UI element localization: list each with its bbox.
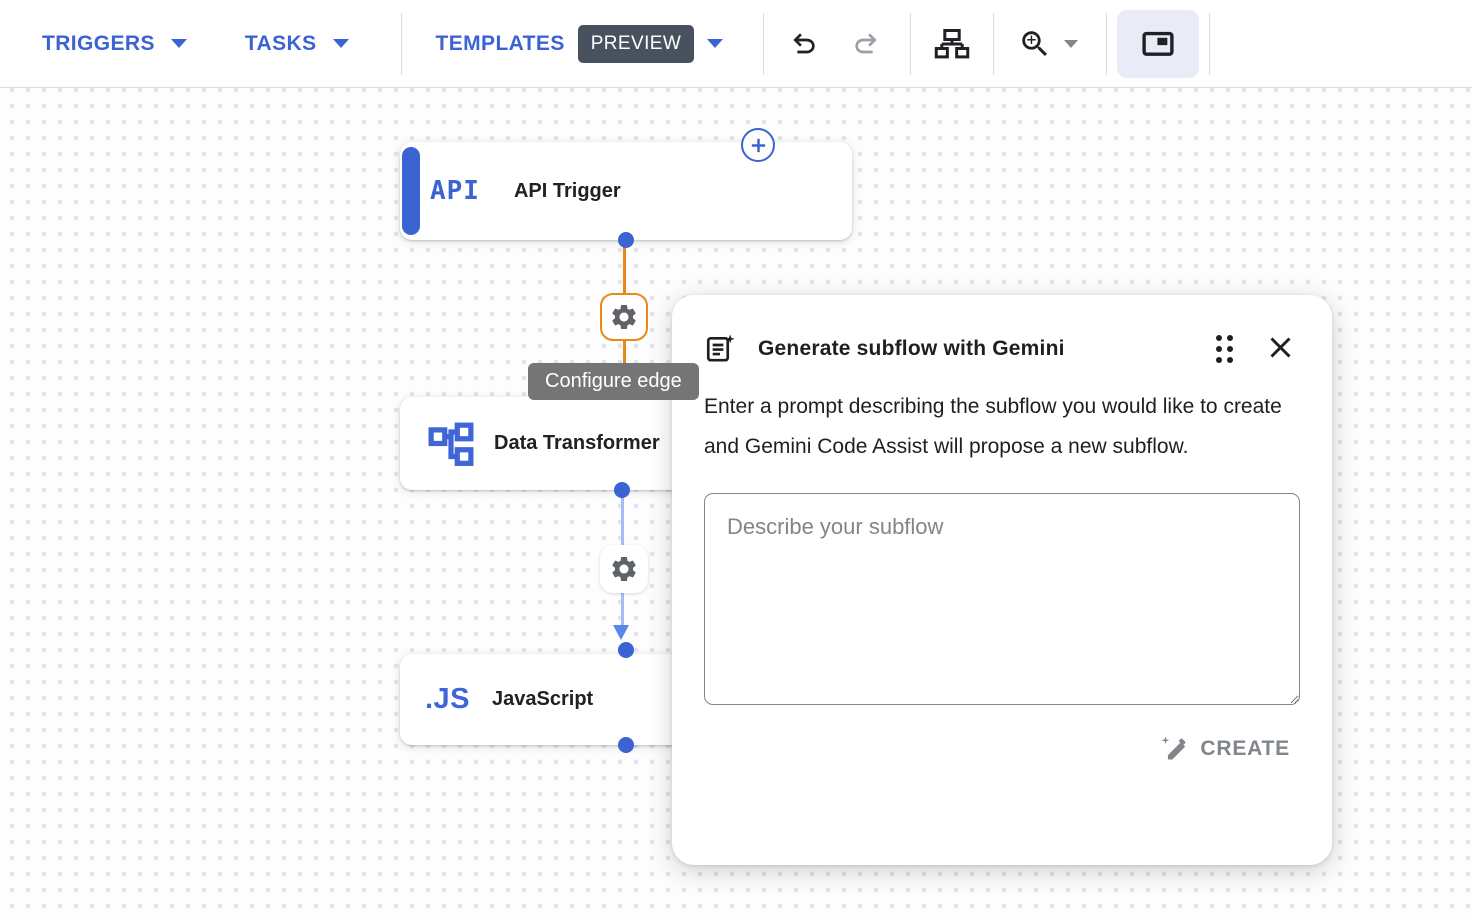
configure-edge-button[interactable] xyxy=(600,293,648,341)
gemini-note-icon xyxy=(706,334,735,362)
port-api-trigger-out[interactable] xyxy=(618,232,634,248)
triggers-menu-button[interactable]: TRIGGERS xyxy=(42,32,187,56)
node-label: JavaScript xyxy=(492,688,594,710)
auto-layout-button[interactable] xyxy=(933,26,971,62)
triggers-label: TRIGGERS xyxy=(42,31,155,55)
close-button[interactable] xyxy=(1267,334,1294,364)
magic-pencil-icon xyxy=(1162,736,1186,760)
generate-subflow-dialog: Generate subflow with Gemini Enter a pro… xyxy=(672,295,1332,865)
toolbar-divider xyxy=(1106,12,1108,75)
dialog-header: Generate subflow with Gemini xyxy=(704,331,1300,367)
toolbar: TRIGGERS TASKS TEMPLATES PREVIEW xyxy=(0,0,1472,88)
close-icon xyxy=(1270,337,1291,358)
drag-handle[interactable] xyxy=(1212,331,1237,367)
toolbar-divider xyxy=(1209,12,1211,75)
create-button[interactable]: CREATE xyxy=(1150,727,1300,771)
subflow-prompt-input[interactable] xyxy=(704,493,1300,705)
redo-button[interactable] xyxy=(850,28,882,60)
node-label: API Trigger xyxy=(513,179,621,202)
js-badge-icon: .JS xyxy=(425,683,471,715)
flowchart-icon xyxy=(934,28,970,58)
zoom-menu-button[interactable] xyxy=(1018,27,1079,61)
chevron-down-icon xyxy=(1064,39,1079,48)
chevron-down-icon xyxy=(707,39,724,48)
node-api-trigger[interactable]: API API Trigger xyxy=(400,142,852,240)
dialog-description: Enter a prompt describing the subflow yo… xyxy=(704,395,1282,458)
toolbar-divider xyxy=(763,12,765,75)
tasks-label: TASKS xyxy=(244,31,317,55)
dialog-title: Generate subflow with Gemini xyxy=(758,337,1065,360)
undo-icon xyxy=(793,32,815,53)
zoom-in-icon xyxy=(1022,30,1048,56)
create-label: CREATE xyxy=(1200,737,1290,760)
minimap-toggle-button[interactable] xyxy=(1117,9,1200,78)
dialog-footer: CREATE xyxy=(704,727,1300,771)
preview-badge: PREVIEW xyxy=(577,24,695,63)
data-transformer-icon xyxy=(428,422,474,466)
templates-menu-button[interactable]: TEMPLATES PREVIEW xyxy=(435,24,724,63)
port-data-transformer-out[interactable] xyxy=(614,482,630,498)
plus-icon xyxy=(751,138,765,152)
edge-tooltip: Configure edge xyxy=(528,363,699,400)
add-node-button[interactable] xyxy=(741,128,775,162)
undo-button[interactable] xyxy=(788,28,820,60)
redo-icon xyxy=(855,32,877,53)
toolbar-divider xyxy=(910,12,912,75)
api-badge-icon: API xyxy=(430,176,480,206)
flow-canvas[interactable]: API API Trigger Configure edge Data Tran… xyxy=(0,88,1472,920)
configure-edge-button[interactable] xyxy=(600,545,648,593)
templates-label: TEMPLATES xyxy=(435,31,565,55)
chevron-down-icon xyxy=(170,39,187,48)
gear-icon xyxy=(612,305,636,329)
toolbar-divider xyxy=(400,12,402,75)
trigger-accent-bar xyxy=(402,147,420,235)
chevron-down-icon xyxy=(332,39,349,48)
toolbar-divider xyxy=(993,12,995,75)
port-javascript-out[interactable] xyxy=(618,737,634,753)
gear-icon xyxy=(612,557,636,581)
node-label: Data Transformer xyxy=(494,432,660,454)
picture-in-picture-icon xyxy=(1142,31,1174,56)
port-javascript-in[interactable] xyxy=(618,642,634,658)
tasks-menu-button[interactable]: TASKS xyxy=(245,32,349,56)
edge-arrowhead-icon xyxy=(613,625,629,640)
